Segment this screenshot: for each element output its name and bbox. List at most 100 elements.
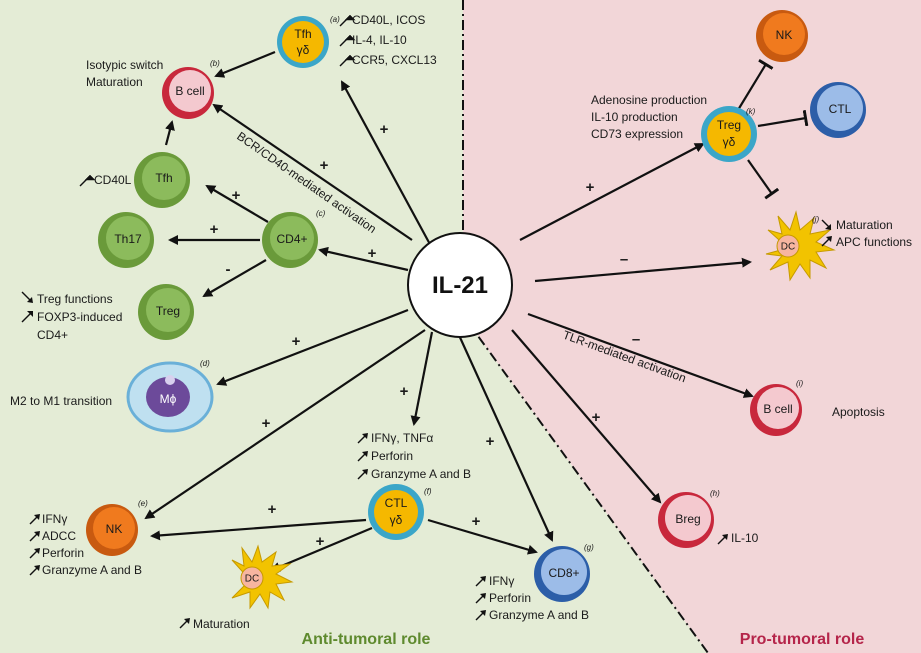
dc-left-label: DC <box>245 574 259 585</box>
annot-treggd-2: CD73 expression <box>591 127 683 141</box>
il21-label: IL-21 <box>432 272 488 299</box>
sign-plus-cd4-th17: + <box>210 221 219 238</box>
cell-treg-gd: Treg γδ (k) <box>701 106 757 162</box>
arrow-to-ctl-gd <box>410 331 434 426</box>
arrow-to-breg <box>511 329 662 504</box>
ctl-gd-line1: CTL <box>385 496 408 510</box>
il21-node: IL-21 <box>407 232 513 338</box>
annot-dcleft-0: Maturation <box>193 617 250 631</box>
breg-label: Breg <box>675 512 700 526</box>
sign-minus-dc: – <box>620 251 628 268</box>
arrow-cd4-to-treg <box>202 259 267 298</box>
treg-gd-line2: γδ <box>723 135 736 149</box>
sign-plus-ctlgd: + <box>400 383 409 400</box>
sign-plus-ctlgd-nk: + <box>268 501 277 518</box>
cd4-label: CD4+ <box>276 232 307 246</box>
inhibit-to-dc <box>747 159 780 200</box>
annot-treggd-1: IL-10 production <box>591 110 678 124</box>
cell-nk-right: NK <box>756 10 808 62</box>
arrow-ctlgd-to-nk <box>150 518 367 541</box>
pro-role-label: Pro-tumoral role <box>740 631 865 648</box>
tfh-label: Tfh <box>155 171 172 185</box>
annot-tfhgd-2: CCR5, CXCL13 <box>352 53 437 67</box>
up-arrow-tfhgd-0 <box>339 14 356 27</box>
annot-ctlgd-2: Granzyme A and B <box>371 467 471 481</box>
arrow-to-tfh-gd <box>341 80 433 249</box>
sign-plus-nk: + <box>262 415 271 432</box>
annot-treg-2: CD4+ <box>37 328 68 342</box>
annot-dcright-0: Maturation <box>836 218 893 232</box>
arrow-to-cd8 <box>456 332 554 542</box>
sign-plus-ctlgd-dc: + <box>316 533 325 550</box>
arrow-to-mphi <box>216 308 409 386</box>
annot-ctlgd-0: IFNγ, TNFα <box>371 431 433 445</box>
cell-dc-left: DC <box>231 544 294 610</box>
pro-region <box>463 0 921 653</box>
arrow-ctlgd-to-dc <box>270 526 373 572</box>
arrow-to-nk-left <box>144 329 426 520</box>
annot-dcright-1: APC functions <box>836 235 912 249</box>
treg-gd-letter: (k) <box>746 107 756 116</box>
arrow-to-cd4 <box>318 246 409 272</box>
cell-cd8: CD8+ (g) <box>534 543 594 602</box>
mphi-letter: (d) <box>200 359 210 368</box>
up-arrow-tfhgd-1 <box>339 34 356 47</box>
cell-mphi: Mϕ (d) <box>126 359 214 433</box>
nk-right-label: NK <box>776 28 793 42</box>
sign-minus-bcell: – <box>632 331 640 348</box>
cell-dc-right: DC (j) <box>765 210 836 282</box>
annot-tfhgd-1: IL-4, IL-10 <box>352 33 407 47</box>
annot-treg-1: FOXP3-induced <box>37 310 122 324</box>
dc-right-label: DC <box>781 242 795 253</box>
ctl-gd-letter: (f) <box>424 487 432 496</box>
arrow-tfhgd-to-bcell <box>214 50 276 78</box>
ctl-right-label: CTL <box>829 102 852 116</box>
sign-plus-ctlgd-cd8: + <box>472 513 481 530</box>
arrow-ctlgd-to-cd8 <box>427 518 538 555</box>
annot-breg-0: IL-10 <box>731 531 759 545</box>
arrow-cd4-to-tfh <box>205 184 269 223</box>
annot-nkleft-1: ADCC <box>42 529 76 543</box>
cell-th17: Th17 <box>98 212 154 268</box>
ctl-gd-line2: γδ <box>390 513 403 527</box>
up-arrow-tfh <box>79 174 96 187</box>
bcell-right-letter: (i) <box>796 379 803 388</box>
cd4-letter: (c) <box>316 209 326 218</box>
cell-nk-left: NK (e) <box>86 499 148 556</box>
annot-bcell-1: Maturation <box>86 75 143 89</box>
cell-cd4: CD4+ (c) <box>262 209 326 268</box>
arrow-to-bcell-right <box>527 312 754 398</box>
cd8-label: CD8+ <box>548 566 579 580</box>
annot-mphi-0: M2 to M1 transition <box>10 394 112 408</box>
bcell-right-label: B cell <box>763 402 792 416</box>
mphi-label: Mϕ <box>160 392 177 406</box>
arrow-to-bcell-bcr <box>212 103 413 241</box>
nk-left-letter: (e) <box>138 499 148 508</box>
tfh-gd-line2: γδ <box>297 43 310 57</box>
annotations: CD40L, ICOS IL-4, IL-10 CCR5, CXCL13 Iso… <box>10 13 912 631</box>
cell-bcell: B cell (b) <box>162 59 220 119</box>
cell-treg: Treg <box>138 284 194 340</box>
cell-ctl-right: CTL <box>810 82 866 138</box>
annot-ctlgd-1: Perforin <box>371 449 413 463</box>
annot-bcellright-0: Apoptosis <box>832 405 885 419</box>
annot-nkleft-2: Perforin <box>42 546 84 560</box>
nk-left-label: NK <box>106 522 123 536</box>
tfh-gd-line1: Tfh <box>294 27 311 41</box>
signs: + + + + - + + + + + + + + + – – + <box>210 121 641 550</box>
cell-tfh: Tfh <box>134 152 190 208</box>
arrow-tfh-to-bcell <box>164 120 175 146</box>
treg-gd-line1: Treg <box>717 118 741 132</box>
cell-ctl-gd: CTL γδ (f) <box>368 484 432 540</box>
arrows <box>144 50 809 572</box>
annot-cd8-0: IFNγ <box>489 574 514 588</box>
anti-role-label: Anti-tumoral role <box>302 631 431 648</box>
sign-minus-cd4-treg: - <box>226 261 231 278</box>
annot-nkleft-0: IFNγ <box>42 512 67 526</box>
cd8-letter: (g) <box>584 543 594 552</box>
annot-cd8-1: Perforin <box>489 591 531 605</box>
arrow-to-treg-gd <box>519 143 705 241</box>
sign-plus-cd4: + <box>368 245 377 262</box>
annot-tfh-0: CD40L <box>94 173 132 187</box>
